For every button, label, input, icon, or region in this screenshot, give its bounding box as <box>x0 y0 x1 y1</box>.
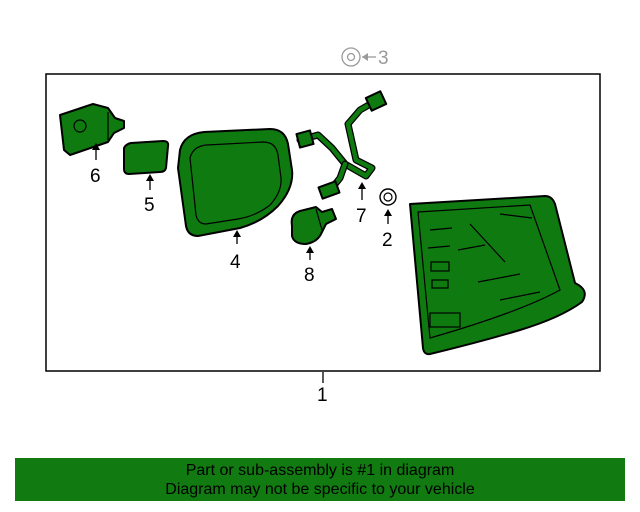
callout-6-label: 6 <box>90 166 101 187</box>
callout-5-label: 5 <box>144 195 155 216</box>
banner-line-1: Part or sub-assembly is #1 in diagram <box>185 461 455 479</box>
callout-3-label: 3 <box>378 48 389 69</box>
callout-8-label: 8 <box>304 265 315 286</box>
info-banner: Part or sub-assembly is #1 in diagram Di… <box>15 458 625 501</box>
part-7-harness[interactable]: 7 <box>295 90 388 227</box>
assembly-frame <box>45 73 601 372</box>
callout-7-label: 7 <box>356 206 367 227</box>
part-4-housing[interactable]: 4 <box>177 128 294 273</box>
part-1-tail-lamp[interactable] <box>409 195 586 356</box>
callout-1[interactable]: 1 <box>317 372 328 406</box>
part-8-bulb[interactable]: 8 <box>290 206 337 286</box>
callout-2-label: 2 <box>382 230 393 251</box>
callout-4-label: 4 <box>230 252 241 273</box>
part-6-socket[interactable]: 6 <box>59 103 125 187</box>
callout-1-label: 1 <box>317 385 328 406</box>
callout-3[interactable]: 3 <box>341 47 389 69</box>
banner-line-2: Diagram may not be specific to your vehi… <box>165 480 475 498</box>
part-5-cover[interactable]: 5 <box>123 140 170 216</box>
part-2-grommet[interactable]: 2 <box>379 188 397 251</box>
